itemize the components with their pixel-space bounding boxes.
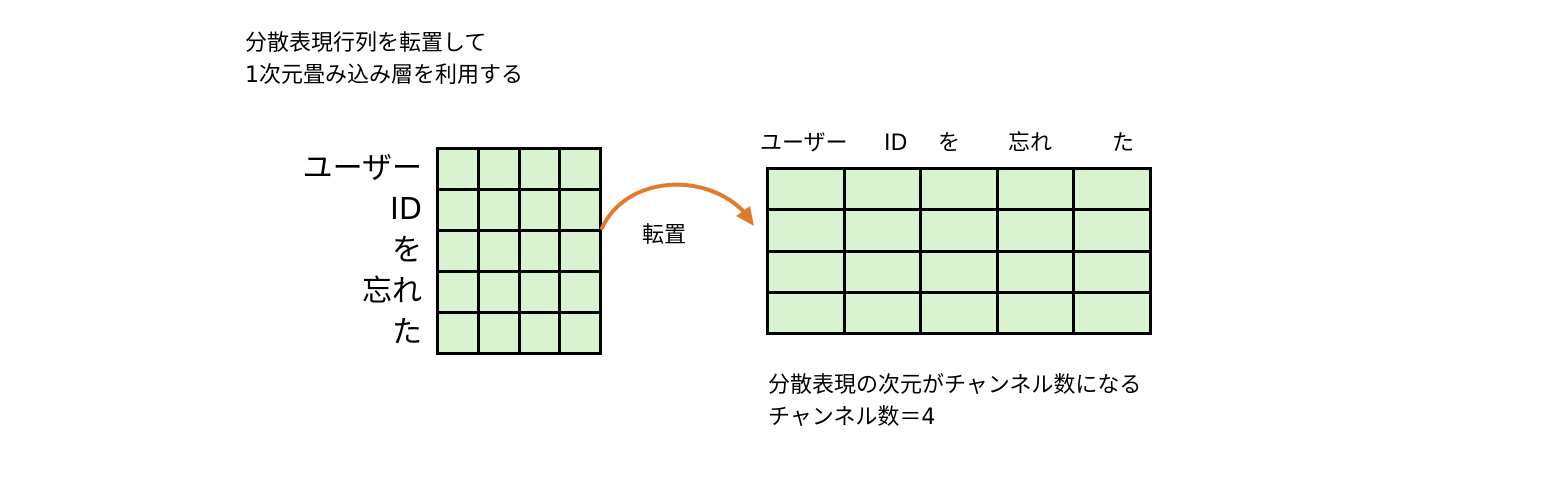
matrix-cell	[922, 170, 996, 209]
column-label: ID	[884, 131, 908, 156]
matrix-cell	[439, 314, 477, 352]
matrix-cell	[520, 232, 559, 270]
matrix-cell	[845, 293, 920, 332]
matrix-cell	[520, 314, 559, 352]
row-labels: ユーザー ID を 忘れ た	[250, 148, 422, 353]
matrix-cell	[922, 293, 996, 332]
matrix-cell	[439, 150, 477, 188]
matrix-cell	[769, 252, 843, 291]
matrix-cell	[769, 170, 843, 209]
bottom-caption: 分散表現の次元がチャンネル数になる チャンネル数＝4	[768, 370, 1141, 434]
arrow-label: 転置	[642, 223, 687, 248]
top-caption-line-2: 1次元畳み込み層を利用する	[245, 63, 523, 88]
matrix-cell	[479, 273, 518, 311]
matrix-cell	[439, 191, 477, 229]
matrix-cell	[998, 252, 1073, 291]
matrix-cell	[769, 293, 843, 332]
matrix-cell	[845, 252, 920, 291]
row-label: た	[392, 315, 422, 350]
column-label: 忘れ	[1008, 131, 1053, 156]
matrix-cell	[1075, 211, 1149, 250]
matrix-cell	[922, 252, 996, 291]
matrix-cell	[561, 273, 599, 311]
row-label: 忘れ	[362, 274, 422, 309]
matrix-cell	[845, 211, 920, 250]
matrix-cell	[1075, 293, 1149, 332]
top-caption: 分散表現行列を転置して 1次元畳み込み層を利用する	[245, 28, 523, 92]
original-embedding-matrix	[436, 147, 602, 355]
column-label: た	[1112, 131, 1135, 156]
column-label: ユーザー	[760, 131, 848, 156]
transposed-embedding-matrix	[766, 167, 1152, 335]
matrix-cell	[479, 314, 518, 352]
row-label: ID	[390, 192, 422, 227]
top-caption-line-1: 分散表現行列を転置して	[245, 31, 487, 56]
column-label: を	[938, 131, 961, 156]
bottom-caption-line-1: 分散表現の次元がチャンネル数になる	[768, 373, 1142, 398]
matrix-cell	[520, 273, 559, 311]
matrix-cell	[561, 150, 599, 188]
matrix-cell	[520, 191, 559, 229]
transpose-arrow-icon	[600, 182, 754, 230]
matrix-cell	[1075, 170, 1149, 209]
matrix-cell	[479, 232, 518, 270]
matrix-cell	[998, 211, 1073, 250]
matrix-cell	[439, 232, 477, 270]
bottom-caption-line-2: チャンネル数＝4	[768, 405, 936, 430]
matrix-cell	[439, 273, 477, 311]
matrix-cell	[520, 150, 559, 188]
matrix-cell	[998, 170, 1073, 209]
matrix-cell	[1075, 252, 1149, 291]
row-label: ユーザー	[302, 151, 422, 186]
matrix-cell	[561, 191, 599, 229]
matrix-cell	[769, 211, 843, 250]
matrix-cell	[561, 314, 599, 352]
matrix-cell	[479, 150, 518, 188]
matrix-cell	[998, 293, 1073, 332]
matrix-cell	[922, 211, 996, 250]
matrix-cell	[845, 170, 920, 209]
row-label: を	[392, 233, 422, 268]
matrix-cell	[479, 191, 518, 229]
matrix-cell	[561, 232, 599, 270]
